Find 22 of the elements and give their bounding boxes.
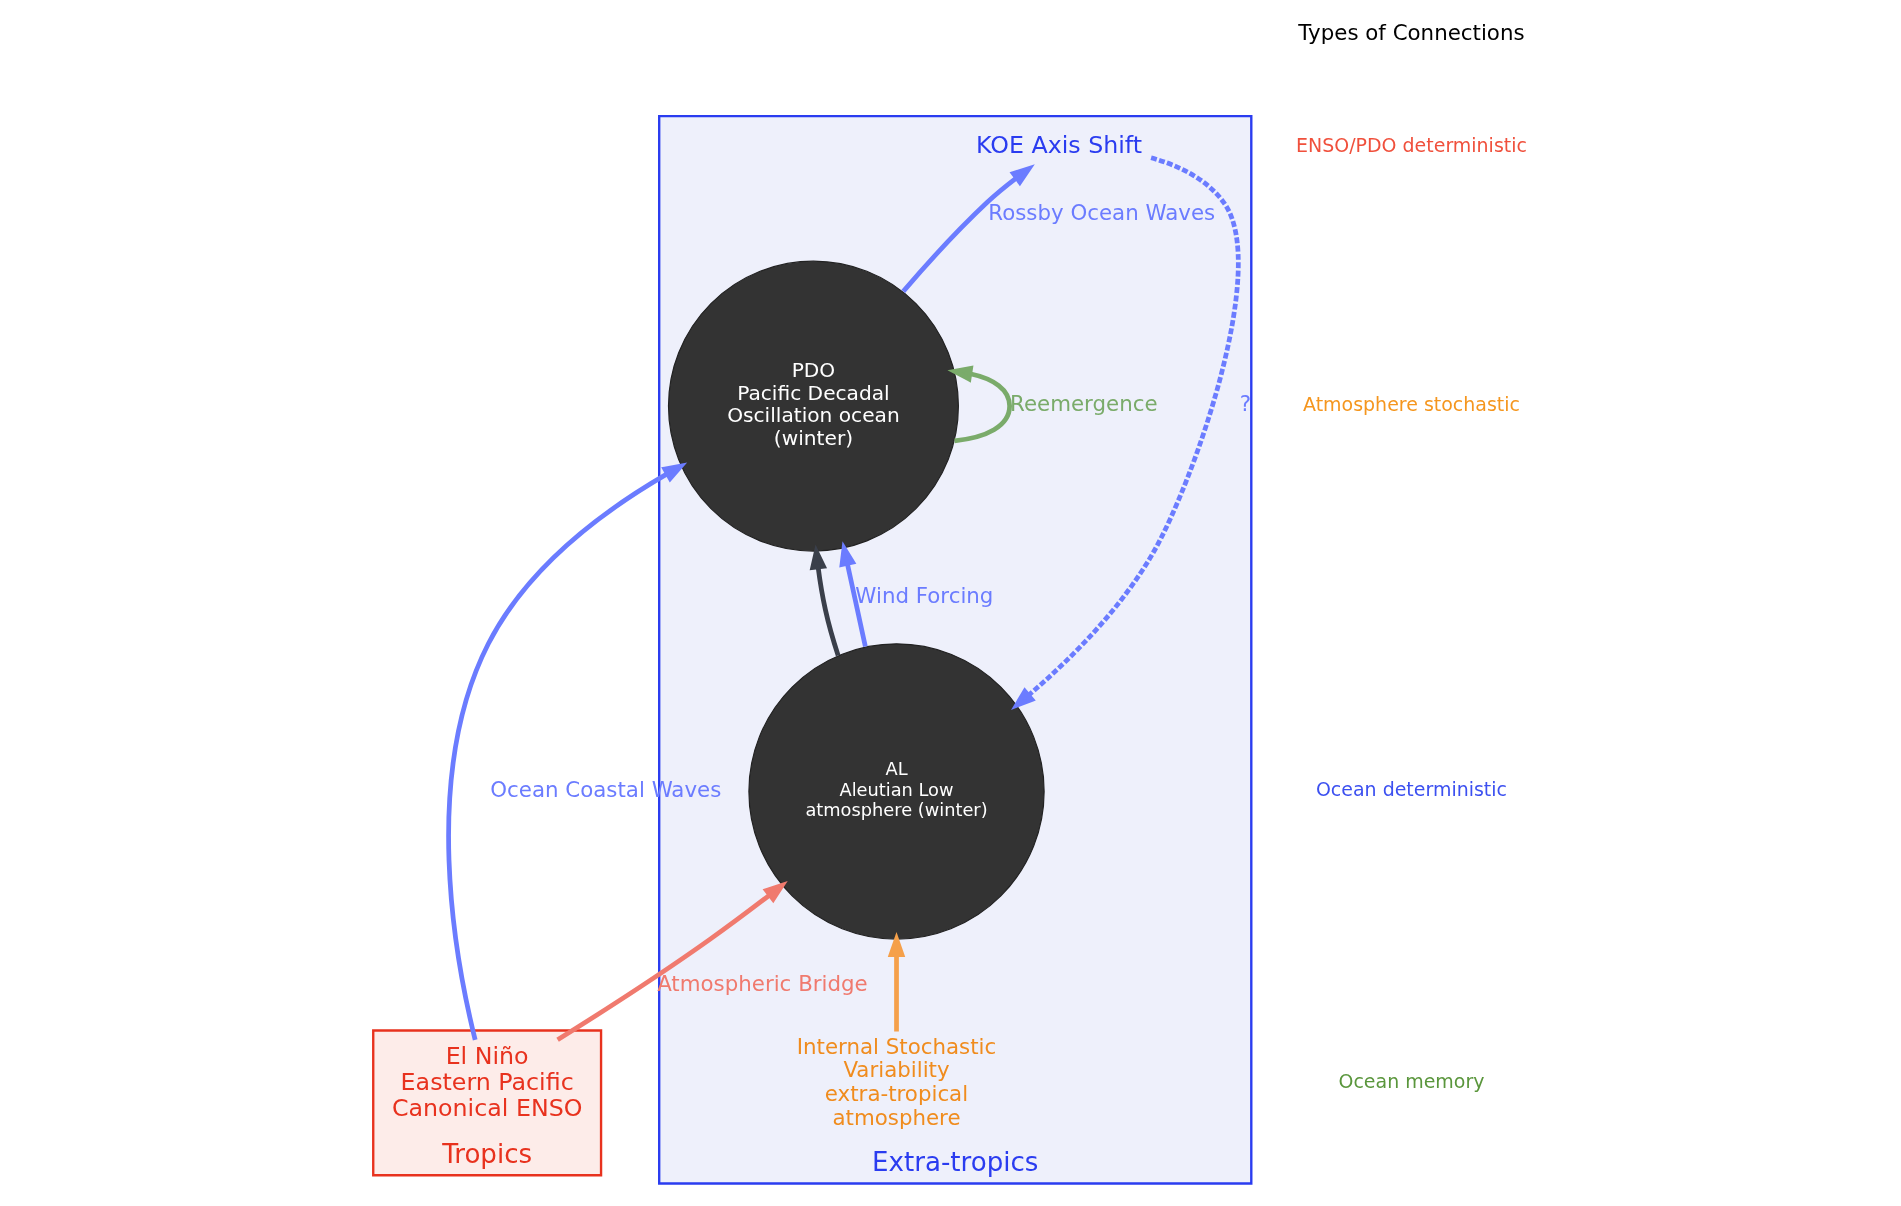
arrow	[947, 365, 1012, 444]
arrow	[809, 544, 841, 657]
arrow	[556, 881, 788, 1042]
label: Types of Connections	[1298, 19, 1525, 45]
node-text: KOE Axis Shift	[976, 130, 1143, 159]
node-text: El Niño Eastern Pacific Canonical ENSO	[391, 1041, 583, 1122]
legend-label: Ocean deterministic	[1315, 777, 1508, 800]
node-text: Internal Stochastic Variability extra-tropical atmosphere	[796, 1033, 997, 1130]
legend-label: Ocean memory	[1338, 1070, 1485, 1093]
legend-label: Atmosphere stochastic	[1303, 392, 1520, 415]
legend-label: ENSO/PDO deterministic	[1296, 133, 1527, 156]
edge-label: Reemergence	[1010, 391, 1158, 417]
edge-label: Rossby Ocean Waves	[988, 199, 1216, 225]
node-circle: AL Aleutian Low atmosphere (winter)	[748, 643, 1045, 940]
arrow	[901, 164, 1035, 293]
arrow	[446, 462, 688, 1041]
arrow	[839, 541, 868, 648]
node-circle: PDO Pacific Decadal Oscillation ocean (winter)	[667, 260, 959, 552]
edge-label: ?	[1239, 391, 1252, 417]
arrow	[1011, 155, 1241, 710]
arrow	[887, 932, 906, 1032]
edge-label: Wind Forcing	[855, 582, 994, 608]
